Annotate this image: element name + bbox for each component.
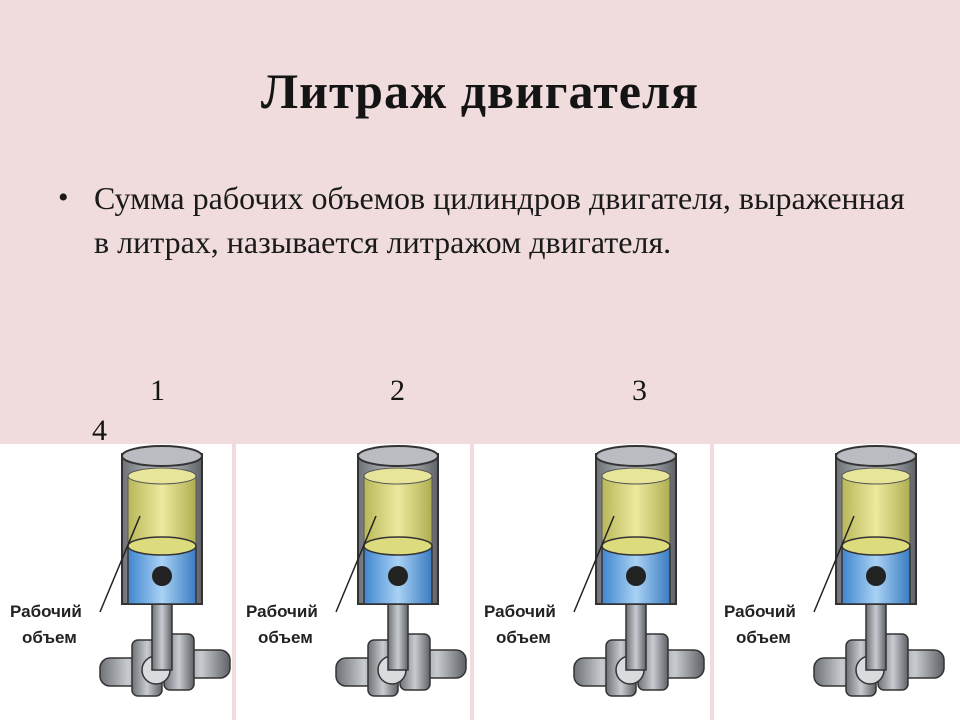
working-volume-label-line1: Рабочий	[10, 602, 82, 621]
bullet-text: Сумма рабочих объемов цилиндров двигател…	[94, 180, 905, 260]
cylinder-number-4: 4	[92, 414, 107, 447]
cylinder-panel-3: Рабочий объем	[474, 444, 710, 720]
working-volume-label-line1: Рабочий	[246, 602, 318, 621]
bullet-item: • Сумма рабочих объемов цилиндров двигат…	[58, 176, 918, 264]
cylinder-panel-4: Рабочий объем	[714, 444, 960, 720]
cylinder-panel-2: Рабочий объем	[236, 444, 470, 720]
working-volume-label-line1: Рабочий	[484, 602, 556, 621]
cylinder-drawing	[99, 445, 231, 697]
slide-title: Литраж двигателя	[260, 63, 700, 119]
cylinder-panel-1: Рабочий объем	[0, 444, 232, 720]
working-volume-label-line2: объем	[496, 628, 551, 647]
cylinder-drawing	[335, 445, 467, 697]
bullet-list: • Сумма рабочих объемов цилиндров двигат…	[58, 176, 918, 264]
bullet-icon: •	[58, 181, 69, 214]
cylinder-illustrations: Рабочий объем	[0, 444, 960, 720]
cylinder-drawing	[813, 445, 945, 697]
working-volume-label-line2: объем	[258, 628, 313, 647]
cylinder-number-2: 2	[390, 374, 405, 407]
cylinder-number-3: 3	[632, 374, 647, 407]
cylinder-number-1: 1	[150, 374, 165, 407]
cylinder-drawing	[573, 445, 705, 697]
working-volume-label-line2: объем	[22, 628, 77, 647]
working-volume-label-line1: Рабочий	[724, 602, 796, 621]
working-volume-label-line2: объем	[736, 628, 791, 647]
